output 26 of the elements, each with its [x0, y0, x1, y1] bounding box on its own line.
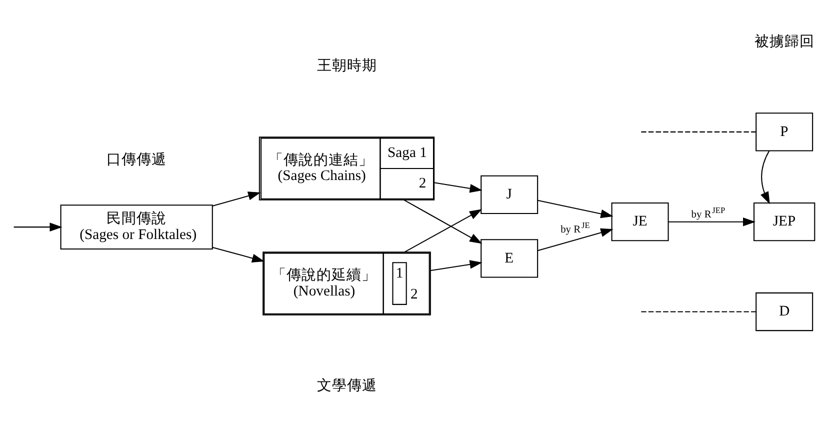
arrow [760, 150, 770, 204]
node-box: 民間傳說 (Sages or Folktales) [60, 204, 213, 250]
arrow [14, 222, 62, 231]
connector [641, 310, 756, 312]
arrow [668, 216, 756, 226]
arrow [430, 260, 482, 271]
node-box: P [756, 112, 814, 151]
node-box: JEP [753, 202, 816, 241]
arrow [538, 199, 614, 218]
arrow [212, 191, 261, 206]
node-box: E [480, 238, 538, 278]
edge-label: by R$^{JEP}$ [691, 206, 726, 220]
arrow [538, 228, 614, 251]
arrow [212, 246, 265, 262]
edge-label: by R$^{JE}$ [560, 220, 590, 235]
arrow [404, 208, 482, 252]
label: 被擄歸回 [754, 32, 814, 50]
node-box: JE [611, 202, 669, 241]
arrow [404, 199, 482, 244]
label: 口傳傳遞 [106, 150, 167, 168]
label: 文學傳遞 [316, 376, 377, 394]
node-box: J [480, 174, 538, 214]
connector [641, 130, 756, 132]
label: 王朝時期 [316, 56, 377, 74]
arrow [434, 182, 482, 192]
node-box: D [756, 292, 814, 331]
